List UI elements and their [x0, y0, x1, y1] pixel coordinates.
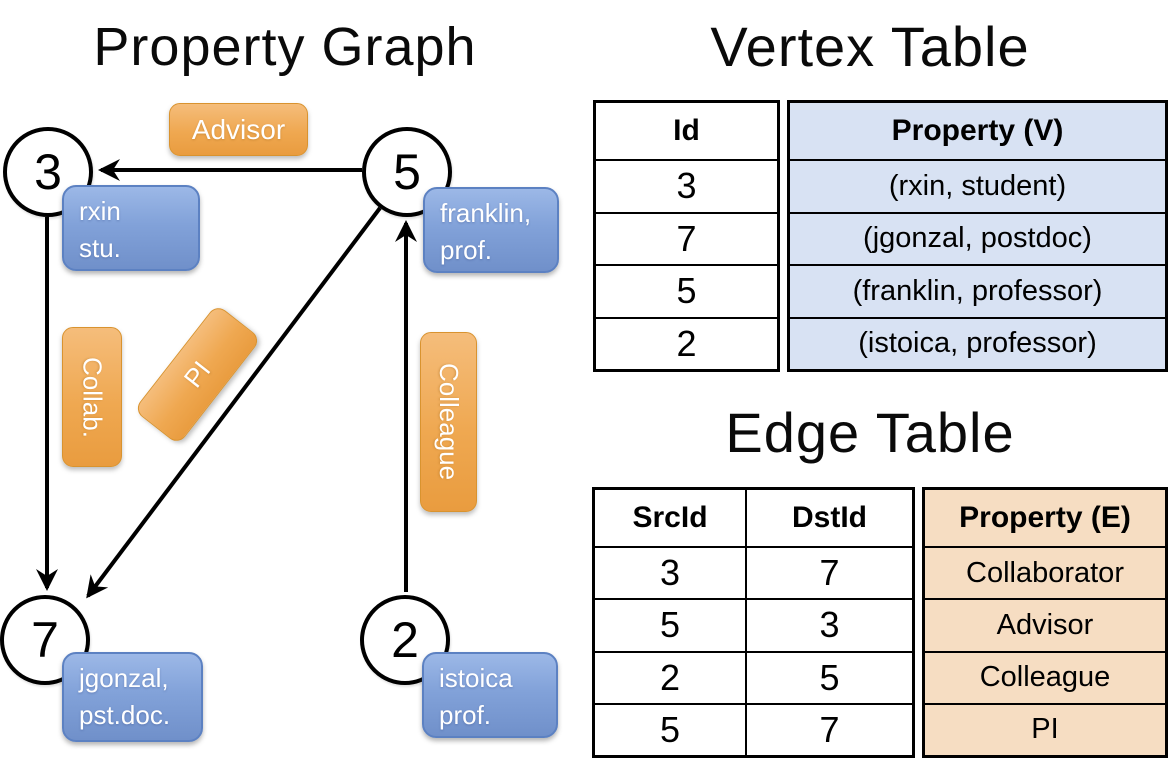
property-graph-title: Property Graph: [93, 17, 477, 77]
vertex-node-5-id: 5: [393, 144, 421, 200]
vertex-table-title: Vertex Table: [710, 15, 1030, 78]
vertex-prop-box-7: jgonzal, pst.doc.: [62, 652, 203, 742]
edge-table-src-2: 2: [659, 656, 681, 698]
vertex-table-property-column: Property (V) (rxin, student) (jgonzal, p…: [787, 100, 1168, 372]
vertex-table-id-3: 2: [596, 316, 777, 370]
edge-table-dst-0: 7: [745, 548, 912, 599]
edge-table-title: Edge Table: [725, 401, 1015, 464]
edge-table-header-src: SrcId: [632, 501, 708, 534]
vertex-node-3-id: 3: [34, 144, 62, 200]
edge-table: SrcId DstId 3 7 5 3 2 5 5 7 Property (E)…: [592, 487, 1168, 758]
edge-table-property-column: Property (E) Collaborator Advisor Collea…: [922, 487, 1168, 758]
vertex-prop-3-line1: rxin: [79, 196, 121, 226]
edge-table-property-1: Advisor: [925, 598, 1165, 651]
vertex-table-property-2: (franklin, professor): [790, 264, 1165, 317]
edge-table-property-0: Collaborator: [925, 546, 1165, 599]
vertex-table-header-property: Property (V): [790, 103, 1165, 159]
vertex-prop-box-5: franklin, prof.: [423, 187, 559, 273]
vertex-prop-7-line2: pst.doc.: [79, 699, 171, 730]
edge-table-dst-2: 5: [745, 652, 912, 703]
edge-table-dst-1: 3: [745, 600, 912, 651]
vertex-node-7-id: 7: [31, 612, 59, 668]
edge-table-header-dst: DstId: [745, 490, 912, 546]
edge-table-header-property: Property (E): [925, 490, 1165, 546]
vertex-prop-box-2: istoica prof.: [422, 652, 558, 738]
vertex-prop-5-line2: prof.: [440, 234, 493, 265]
vertex-table-id-1: 7: [596, 211, 777, 265]
vertex-table-id-0: 3: [596, 159, 777, 212]
edge-table-property-2: Colleague: [925, 650, 1165, 703]
vertex-prop-box-3: rxin stu.: [62, 185, 200, 271]
edge-label-colleague: Colleague: [420, 332, 477, 512]
edge-table-property-3: PI: [925, 702, 1165, 755]
vertex-table-property-1: (jgonzal, postdoc): [790, 211, 1165, 264]
vertex-table-id-column: Id 3 7 5 2: [593, 100, 780, 372]
edge-table-dst-3: 7: [745, 704, 912, 755]
vertex-prop-3-line2: stu.: [79, 232, 121, 263]
vertex-table-header-id: Id: [673, 114, 700, 147]
edge-label-advisor: Advisor: [169, 103, 308, 156]
vertex-table-id-2: 5: [596, 264, 777, 317]
edge-table-src-0: 3: [659, 552, 681, 594]
edge-table-src-3: 5: [659, 708, 681, 750]
edge-table-src-1: 5: [659, 604, 681, 646]
vertex-prop-7-line1: jgonzal,: [79, 663, 169, 693]
graph-edges-layer: [36, 159, 417, 599]
vertex-prop-5-line1: franklin,: [440, 198, 532, 228]
vertex-table-property-3: (istoica, professor): [790, 316, 1165, 369]
vertex-node-2: 2: [360, 595, 450, 685]
vertex-table: Id 3 7 5 2 Property (V) (rxin, student) …: [593, 100, 1168, 372]
vertex-table-property-0: (rxin, student): [790, 159, 1165, 212]
edge-table-id-columns: SrcId DstId 3 7 5 3 2 5 5 7: [592, 487, 915, 758]
arrow-5-to-7: [86, 206, 382, 599]
vertex-prop-2-line2: prof.: [439, 699, 492, 730]
vertex-prop-2-line1: istoica: [439, 663, 513, 693]
edge-label-collab: Collab.: [62, 327, 122, 467]
vertex-node-2-id: 2: [391, 612, 419, 668]
vertex-node-5: 5: [362, 127, 452, 217]
